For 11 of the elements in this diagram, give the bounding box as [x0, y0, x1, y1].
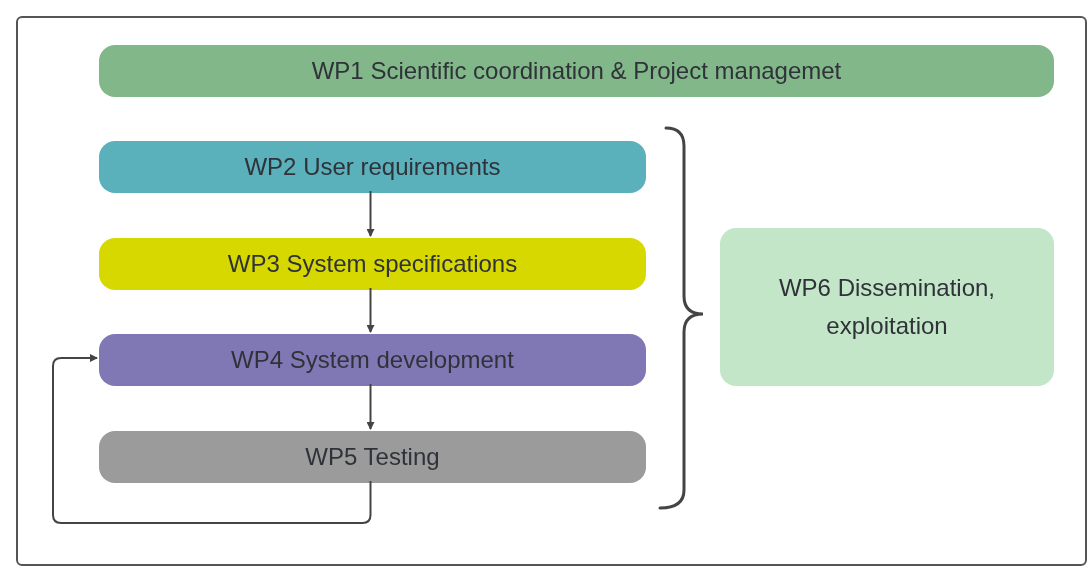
- process-box: WP4 System development: [99, 334, 646, 386]
- arrow: [366, 383, 375, 430]
- process-box: WP6 Dissemination, exploitation: [720, 228, 1054, 386]
- process-box: WP5 Testing: [99, 431, 646, 483]
- arrow: [366, 287, 375, 333]
- arrow: [366, 190, 375, 237]
- process-box: WP2 User requirements: [99, 141, 646, 193]
- frame-panel: [16, 16, 1087, 566]
- process-box: WP3 System specifications: [99, 238, 646, 290]
- process-box: WP1 Scientific coordination & Project managemet: [99, 45, 1054, 97]
- arrow: [52, 354, 372, 524]
